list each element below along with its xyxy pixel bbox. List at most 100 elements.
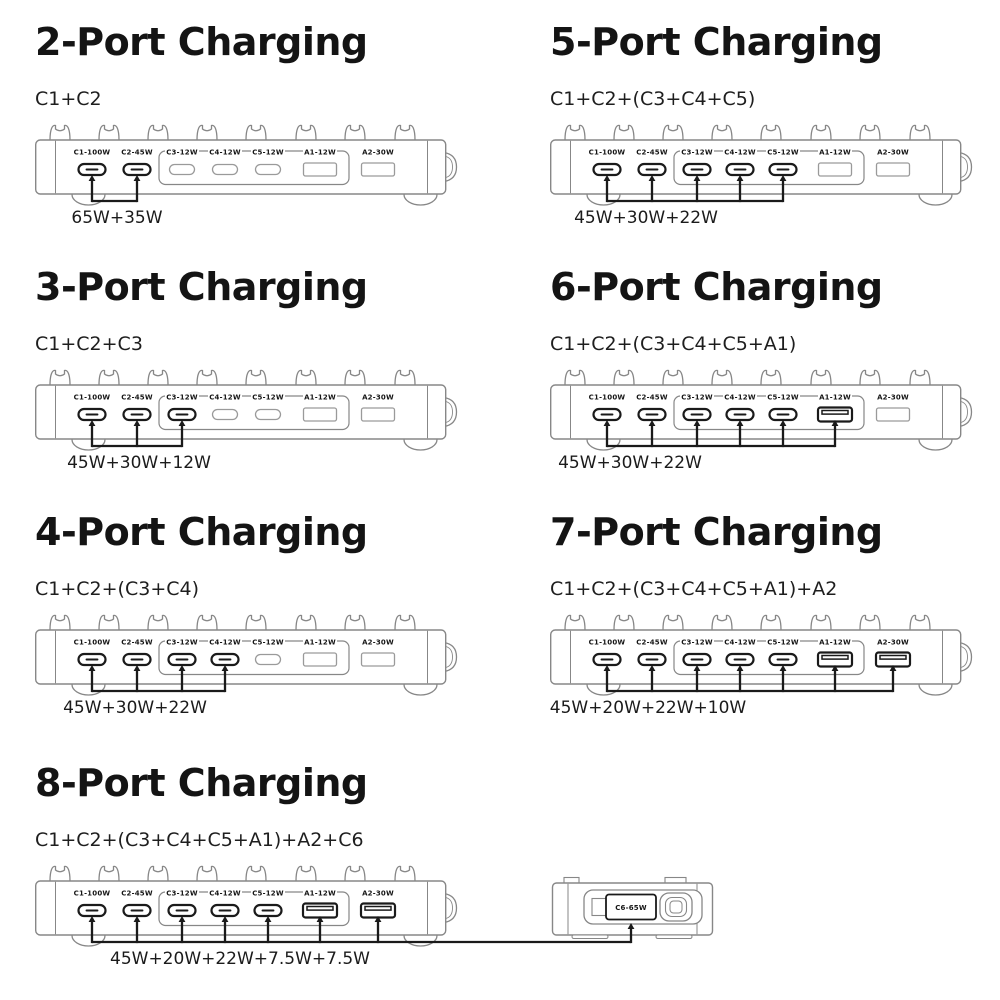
- power-split-bracket: [88, 420, 186, 448]
- port-label-C4: C4-12W: [724, 639, 756, 647]
- port-label-C1: C1-100W: [74, 149, 111, 157]
- port-label-bg: [876, 635, 910, 647]
- side-strap-bump: [443, 893, 458, 924]
- port-label-C2: C2-45W: [121, 149, 153, 157]
- port-C5: C5-12W: [251, 390, 285, 421]
- port-A1: A1-12W: [817, 145, 853, 178]
- port-label-C4: C4-12W: [724, 149, 756, 157]
- port-label-bg: [635, 145, 669, 157]
- combo-label-2-port: C1+C2: [35, 87, 102, 110]
- power-split-bracket: [88, 665, 229, 693]
- cable-loop-icon: [659, 892, 693, 923]
- external-charger-device: C6-65W: [551, 877, 714, 940]
- power-split-label: 45W+20W+22W+10W: [550, 698, 746, 718]
- port-A1: A1-12W: [302, 145, 338, 178]
- side-strap-bump: [443, 152, 458, 183]
- port-A2: A2-30W: [875, 145, 911, 178]
- port-C5-active: C5-12W: [766, 145, 800, 177]
- port-C4-active: C4-12W: [208, 635, 242, 667]
- port-label-C2: C2-45W: [636, 394, 668, 402]
- power-split-bracket: [603, 175, 787, 203]
- power-split-bracket: [603, 665, 897, 693]
- device-feet: [71, 194, 438, 207]
- port-label-C3: C3-12W: [166, 394, 198, 402]
- port-label-C1: C1-100W: [589, 394, 626, 402]
- port-label-bg: [75, 635, 109, 647]
- device-illustration-2-port: C1-100W C2-45W C3-12W C4-12W C5-12W A1-12W A2-…: [35, 125, 458, 228]
- port-label-bg: [75, 886, 109, 898]
- port-C2-active: C2-45W: [635, 145, 669, 177]
- device-feet: [586, 194, 953, 207]
- power-split-label: 45W+30W+22W: [558, 453, 702, 473]
- side-strap-bump: [958, 152, 973, 183]
- port-label-bg: [590, 145, 624, 157]
- power-split-bracket: [88, 175, 141, 203]
- port-label-C5: C5-12W: [767, 394, 799, 402]
- section-title-6-port: 6-Port Charging: [550, 265, 883, 309]
- port-label-bg: [680, 145, 714, 157]
- port-label-bg: [208, 635, 242, 647]
- power-split-label: 45W+20W+22W+7.5W+7.5W: [110, 949, 370, 969]
- port-label-bg: [208, 390, 242, 402]
- port-C4: C4-12W: [208, 390, 242, 421]
- device-feet: [586, 684, 953, 697]
- power-split-label: 45W+30W+22W: [63, 698, 207, 718]
- port-label-C3: C3-12W: [166, 149, 198, 157]
- port-label-bg: [766, 145, 800, 157]
- port-label-C2: C2-45W: [636, 149, 668, 157]
- port-label-C3: C3-12W: [166, 639, 198, 647]
- port-C2-active: C2-45W: [635, 635, 669, 667]
- port-label-C5: C5-12W: [252, 149, 284, 157]
- port-A1: A1-12W: [302, 635, 338, 668]
- port-A1: A1-12W: [302, 390, 338, 423]
- port-label-A1: A1-12W: [304, 890, 336, 898]
- port-label-bg: [303, 635, 337, 647]
- port-label-bg: [361, 886, 395, 898]
- port-label-C4: C4-12W: [209, 149, 241, 157]
- port-C4: C4-12W: [208, 145, 242, 176]
- combo-label-5-port: C1+C2+(C3+C4+C5): [550, 87, 756, 110]
- cable-clip-icons: [49, 615, 416, 631]
- port-label-C2: C2-45W: [636, 639, 668, 647]
- port-label-C1: C1-100W: [74, 890, 111, 898]
- section-title-4-port: 4-Port Charging: [35, 510, 368, 554]
- port-label-bg: [723, 145, 757, 157]
- section-title-5-port: 5-Port Charging: [550, 20, 883, 64]
- port-label-C1: C1-100W: [589, 639, 626, 647]
- power-split-bracket: [603, 420, 839, 448]
- port-label-bg: [251, 390, 285, 402]
- device-diagram-2-port: C1-100W C2-45W C3-12W C4-12W C5-12W A1-12W A2-…: [35, 122, 520, 238]
- port-label-C4: C4-12W: [209, 639, 241, 647]
- side-strap-bump: [958, 642, 973, 673]
- port-label-bg: [303, 145, 337, 157]
- cable-clip-icons: [564, 370, 931, 386]
- port-label-bg: [165, 886, 199, 898]
- power-split-label: 45W+30W+22W: [574, 208, 718, 228]
- port-label-C4: C4-12W: [724, 394, 756, 402]
- port-label-bg: [361, 390, 395, 402]
- port-label-A2: A2-30W: [877, 639, 909, 647]
- port-label-bg: [590, 635, 624, 647]
- combo-label-8-port: C1+C2+(C3+C4+C5+A1)+A2+C6: [35, 828, 364, 851]
- port-label-bg: [361, 145, 395, 157]
- cable-clip-icons: [49, 125, 416, 141]
- side-strap-bump: [443, 397, 458, 428]
- port-label-C1: C1-100W: [74, 639, 111, 647]
- port-A2: A2-30W: [360, 145, 396, 178]
- port-label-bg: [120, 390, 154, 402]
- port-label-C1: C1-100W: [74, 394, 111, 402]
- port-label-bg: [165, 390, 199, 402]
- port-label-A1: A1-12W: [819, 639, 851, 647]
- port-label-bg: [120, 886, 154, 898]
- port-label-A1: A1-12W: [304, 149, 336, 157]
- port-C1-active: C1-100W: [74, 635, 111, 667]
- section-5-port: 5-Port Charging C1+C2+(C3+C4+C5) C1-100W…: [520, 0, 1000, 245]
- port-label-bg: [208, 145, 242, 157]
